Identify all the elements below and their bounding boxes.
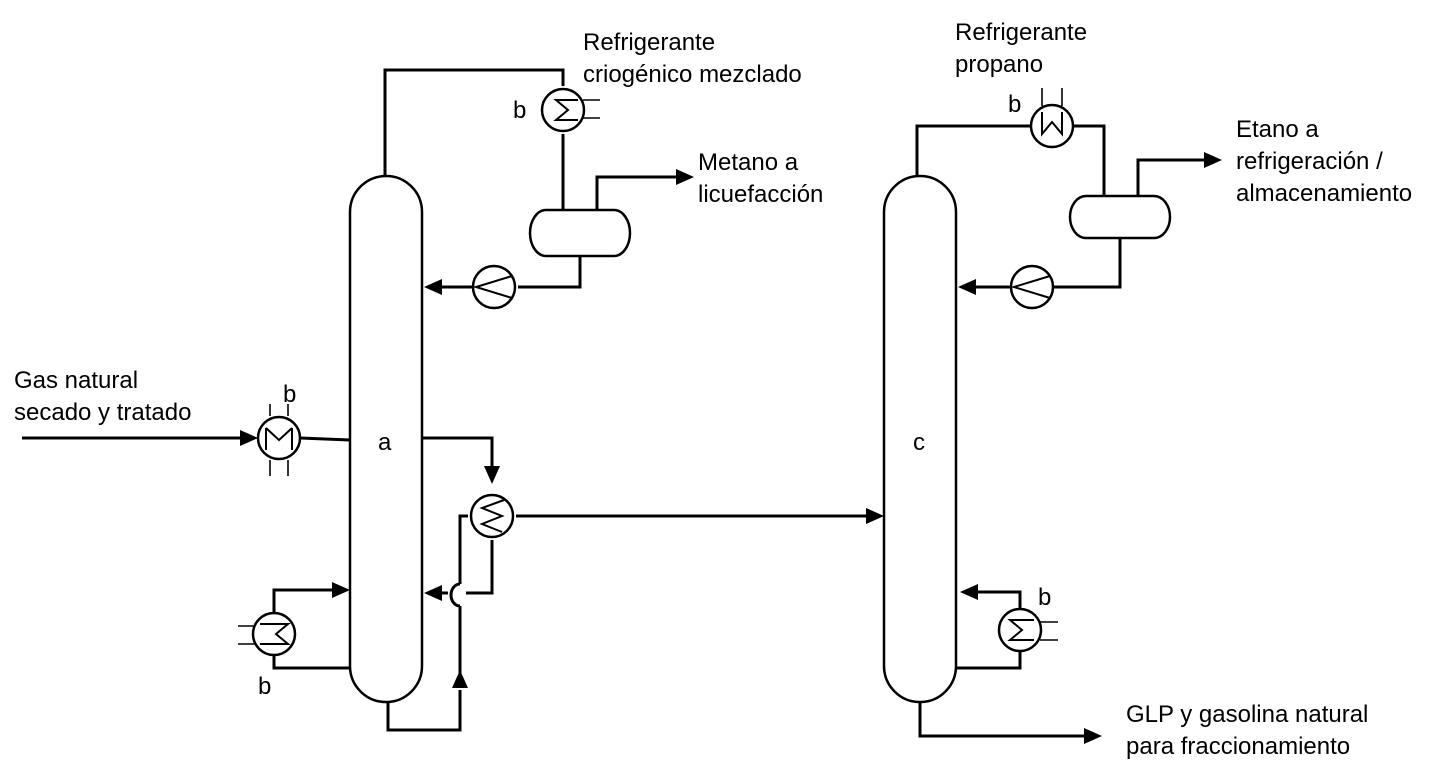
- reboiler-c-tag: b: [1038, 584, 1051, 611]
- lpg-out-label-line1: GLP y gasolina natural: [1126, 701, 1368, 728]
- feed-arrow: [240, 430, 258, 446]
- reflux-c-arrow: [958, 279, 976, 295]
- reboiler-c-arrow: [960, 584, 978, 600]
- side-draw-arrow: [484, 466, 500, 484]
- reboiler-a-tag: b: [258, 673, 271, 700]
- side-draw-line: [422, 436, 494, 468]
- reboiler-a-outlet-line: [272, 588, 336, 612]
- drum-c-reflux-line: [1054, 238, 1122, 289]
- reboiler-a: [238, 611, 297, 657]
- column-c-overhead-line: [915, 124, 1030, 176]
- condenser-c-to-drum-line: [1074, 124, 1106, 196]
- interchanger-cold-inlet: [458, 514, 468, 584]
- reboiler-a-arrow: [332, 582, 350, 598]
- reboiler-c-inlet-line: [955, 652, 1022, 670]
- mixed-refrigerant-label-line1: Refrigerante: [583, 29, 715, 56]
- methane-out-line: [595, 175, 680, 210]
- propane-refrigerant-label-line2: propano: [955, 51, 1043, 78]
- reflux-drum-c: [1068, 194, 1172, 240]
- reflux-pump-a: [471, 264, 517, 310]
- feed-exchanger: [256, 404, 302, 476]
- column-c-bottoms-line: [918, 702, 1086, 738]
- feed-to-column-a-line: [299, 436, 351, 442]
- column-c: [882, 174, 958, 704]
- lpg-out-label-line2: para fraccionamiento: [1126, 733, 1350, 760]
- methane-out-arrow: [676, 169, 694, 185]
- column-c-label: c: [913, 429, 925, 456]
- ethane-out-arrow: [1204, 152, 1222, 168]
- interchanger-return-line: [466, 540, 494, 595]
- ethane-out-label-line3: almacenamiento: [1236, 180, 1412, 207]
- column-a-bottoms-line: [386, 690, 462, 732]
- reflux-pump-c: [1009, 264, 1055, 310]
- column-a-bottoms-arrow: [452, 670, 468, 688]
- reflux-drum-a: [528, 208, 632, 258]
- feed-label-line2: secado y tratado: [14, 399, 191, 426]
- methane-out-label-line1: Metano a: [698, 149, 799, 176]
- mixed-refrigerant-label-line2: criogénico mezclado: [583, 61, 802, 88]
- feed-exchanger-tag: b: [283, 381, 296, 408]
- reboiler-a-inlet-line: [272, 656, 350, 670]
- interchanger: [469, 493, 515, 539]
- pipe-crossover-jump: [449, 582, 461, 608]
- ethane-out-label-line1: Etano a: [1236, 116, 1319, 143]
- column-a: [348, 174, 424, 704]
- reflux-a-arrow: [424, 279, 442, 295]
- condenser-a: [540, 87, 600, 133]
- a-to-c-transfer-arrow: [866, 508, 884, 524]
- reboiler-c-outlet-line: [976, 590, 1022, 608]
- reboiler-c: [997, 607, 1058, 653]
- condenser-a-tag: b: [513, 97, 526, 124]
- condenser-c: [1029, 88, 1075, 149]
- column-a-overhead-line: [383, 68, 565, 176]
- ethane-out-line: [1136, 158, 1206, 196]
- drum-a-reflux-line: [518, 256, 582, 289]
- interchanger-return-arrow: [424, 585, 442, 601]
- column-c-bottoms-arrow: [1084, 728, 1102, 744]
- condenser-c-tag: b: [1008, 91, 1021, 118]
- feed-label-line1: Gas natural: [14, 367, 138, 394]
- ethane-out-label-line2: refrigeración /: [1236, 148, 1383, 175]
- propane-refrigerant-label-line1: Refrigerante: [955, 19, 1087, 46]
- methane-out-label-line2: licuefacción: [698, 181, 823, 208]
- column-a-label: a: [378, 429, 392, 456]
